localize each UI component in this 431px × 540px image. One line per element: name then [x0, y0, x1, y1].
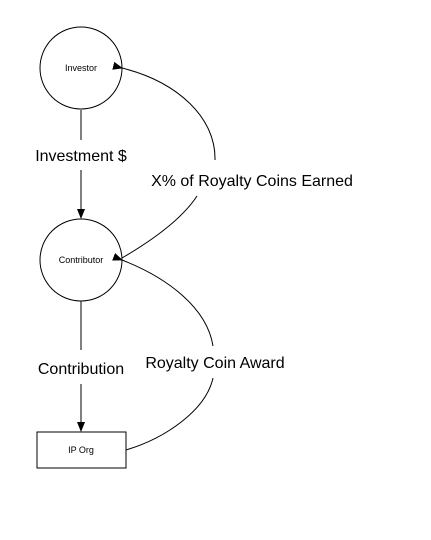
- royalty-award-edge: Royalty Coin Award: [112, 252, 285, 451]
- royalty-share-curve-top: [112, 61, 216, 161]
- investor-label: Investor: [65, 63, 97, 73]
- contribution-edge: Contribution: [38, 301, 124, 432]
- investor-node: Investor: [39, 26, 123, 110]
- ip-org-label: IP Org: [68, 445, 94, 455]
- royalty-award-curve-top: [112, 252, 214, 347]
- ip-org-box: [36, 431, 127, 469]
- royalty-share-label: X% of Royalty Coins Earned: [151, 173, 353, 190]
- royalty-award-label: Royalty Coin Award: [145, 355, 284, 372]
- royalty-award-curve-bottom: [125, 377, 214, 451]
- contributor-node: Contributor: [39, 218, 123, 302]
- contribution-label: Contribution: [38, 361, 124, 378]
- investment-label: Investment $: [35, 148, 127, 165]
- investment-edge: Investment $: [35, 110, 127, 219]
- royalty-share-edge: X% of Royalty Coins Earned: [112, 61, 353, 259]
- contributor-label: Contributor: [59, 255, 104, 265]
- royalty-share-curve-bottom: [121, 195, 198, 259]
- ip-org-node: IP Org: [36, 431, 127, 469]
